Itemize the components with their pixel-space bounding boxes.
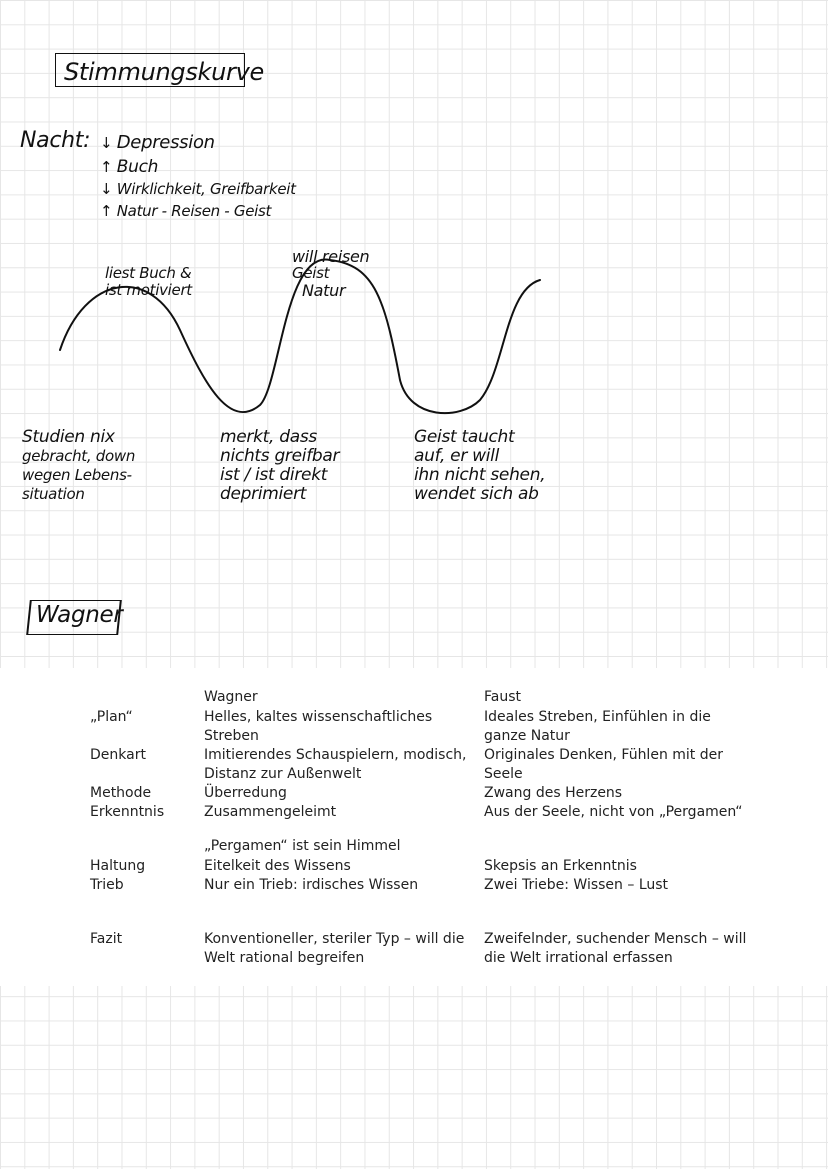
row-label: Denkart: [90, 747, 146, 763]
row-label: Haltung: [90, 858, 146, 874]
night-item-text: Buch: [116, 157, 159, 177]
note-line: will reisen: [292, 247, 370, 266]
note-peak1: liest Buch & ist motiviert: [105, 265, 192, 299]
note-trough-mid: merkt, dass nichts greifbar ist / ist di…: [220, 427, 340, 504]
note-line: ist motiviert: [105, 281, 192, 299]
row-faust: Originales Denken, Fühlen mit der Seele: [484, 747, 723, 782]
note-line: merkt, dass: [220, 427, 317, 447]
row-faust: Ideales Streben, Einfühlen in die ganze …: [484, 709, 711, 744]
night-item-text: Depression: [116, 132, 215, 153]
note-line: Geist taucht: [414, 427, 515, 447]
row-faust: Zweifelnder, suchender Mensch – will die…: [484, 931, 747, 966]
note-trough-right: Geist taucht auf, er will ihn nicht sehe…: [414, 427, 546, 504]
arrow-down-icon: ↓: [100, 180, 113, 198]
night-item: ↑ Natur - Reisen - Geist: [100, 202, 271, 220]
note-line: situation: [22, 485, 85, 503]
row-wagner: Imitierendes Schauspielern, modisch, Dis…: [204, 747, 467, 782]
row-wagner: „Pergamen“ ist sein Himmel: [204, 838, 401, 854]
row-label: Fazit: [90, 931, 123, 947]
note-line: Geist: [292, 264, 330, 282]
note-peak2: will reisen Geist Natur: [292, 247, 370, 300]
night-label: Nacht:: [20, 128, 91, 153]
row-faust: Zwang des Herzens: [484, 785, 623, 801]
arrow-down-icon: ↓: [100, 134, 113, 152]
note-line: deprimiert: [220, 484, 307, 504]
night-item: ↑ Buch: [100, 157, 158, 177]
row-label: Trieb: [90, 877, 124, 893]
row-wagner: Nur ein Trieb: irdisches Wissen: [204, 877, 419, 893]
page-title: Stimmungskurve: [64, 58, 264, 86]
row-faust: Zwei Triebe: Wissen – Lust: [484, 877, 669, 893]
note-line: liest Buch &: [105, 264, 192, 282]
title-box: [55, 53, 245, 87]
note-line: gebracht, down: [22, 447, 136, 465]
row-wagner: Eitelkeit des Wissens: [204, 858, 351, 874]
row-wagner: Zusammengeleimt: [204, 804, 337, 820]
note-line: ist / ist direkt: [220, 465, 328, 485]
note-line: Natur: [302, 281, 346, 300]
note-trough-left: Studien nix gebracht, down wegen Lebens-…: [22, 428, 135, 504]
note-line: Studien nix: [22, 427, 115, 447]
row-wagner: Überredung: [204, 785, 287, 801]
row-wagner: Konventioneller, steriler Typ – will die…: [204, 931, 465, 966]
note-line: ihn nicht sehen,: [414, 465, 546, 485]
night-item-text: Wirklichkeit, Greifbarkeit: [116, 180, 296, 198]
row-faust: Skepsis an Erkenntnis: [484, 858, 637, 874]
comparison-table: Wagner Faust „Plan“ Helles, kaltes wisse…: [0, 668, 828, 986]
arrow-up-icon: ↑: [100, 158, 113, 176]
row-faust: Aus der Seele, nicht von „Pergamen“: [484, 804, 743, 820]
row-label: Methode: [90, 785, 152, 801]
night-item: ↓ Wirklichkeit, Greifbarkeit: [100, 180, 296, 198]
night-item-text: Natur - Reisen - Geist: [116, 202, 272, 220]
row-label: Erkenntnis: [90, 804, 165, 820]
note-line: auf, er will: [414, 446, 500, 466]
note-line: wendet sich ab: [414, 484, 539, 504]
table-header-wagner: Wagner: [204, 689, 258, 705]
note-line: nichts greifbar: [220, 446, 340, 466]
row-label: „Plan“: [90, 709, 133, 725]
night-item: ↓ Depression: [100, 132, 215, 153]
table-header-faust: Faust: [484, 689, 522, 705]
arrow-up-icon: ↑: [100, 202, 113, 220]
note-line: wegen Lebens-: [22, 466, 132, 484]
wagner-title: Wagner: [36, 602, 123, 628]
row-wagner: Helles, kaltes wissenschaftliches Strebe…: [204, 709, 433, 744]
